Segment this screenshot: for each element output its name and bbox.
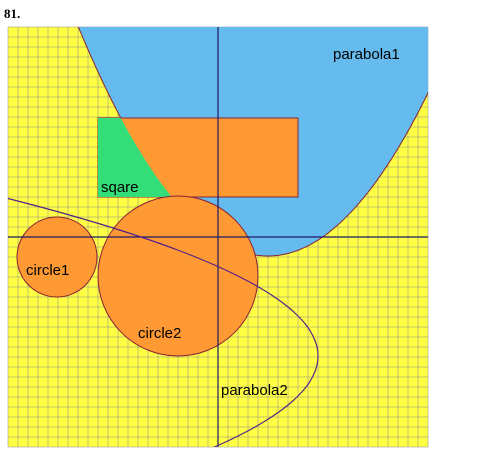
parabola2-curve bbox=[8, 197, 319, 447]
circle1-shape bbox=[16, 216, 98, 298]
circle2-label: circle2 bbox=[138, 325, 181, 342]
square-green-part bbox=[98, 118, 172, 197]
parabola2-label: parabola2 bbox=[221, 382, 288, 399]
square-label: sqare bbox=[101, 179, 139, 196]
problem-number: 81. bbox=[4, 6, 21, 21]
parabola1-label: parabola1 bbox=[333, 46, 400, 63]
circle1-label: circle1 bbox=[26, 262, 69, 279]
